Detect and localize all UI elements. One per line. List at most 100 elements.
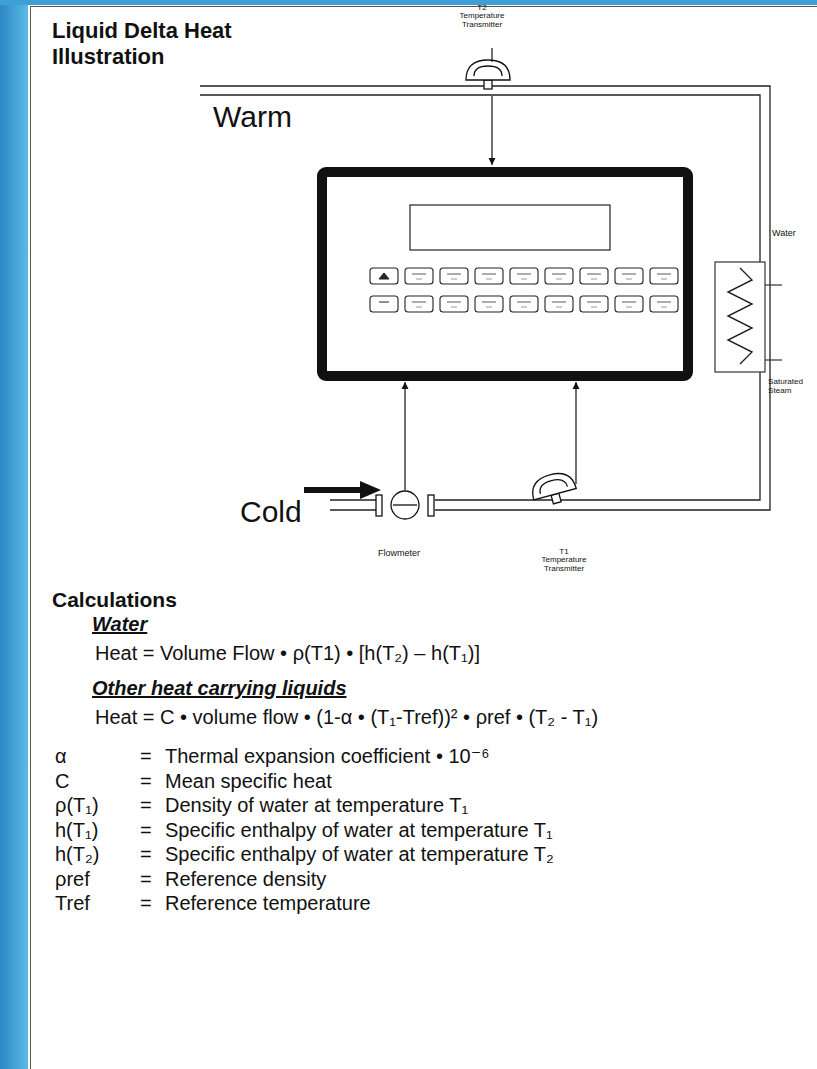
flow-arrow [304,481,381,499]
key-button [482,273,496,274]
key-button [447,273,461,274]
key-button [416,278,422,279]
temperature-transmitter-t2 [474,66,502,76]
key-button [580,268,608,284]
pipe-label: Cold [240,495,302,530]
key-button [657,301,671,302]
key-button [552,273,566,274]
signal-wire [491,48,492,62]
temperature-transmitter-t2 [466,60,510,89]
key-button [591,278,597,279]
temperature-transmitter-t1 [529,469,579,508]
key-button [587,301,601,302]
definition: Thermal expansion coefficient • 10⁻⁶ [165,745,489,768]
keypad [370,268,678,312]
symbol: Tref [55,892,90,915]
part-label: Flowmeter [378,548,420,558]
symbol: h(T₂) [55,843,99,866]
pipe [330,509,376,510]
key-button [545,268,573,284]
key-button [416,306,422,307]
pipe [200,86,770,510]
key-button [510,296,538,312]
key-button [615,268,643,284]
key-button [556,306,562,307]
symbol: ρref [55,868,90,891]
key-button [587,273,601,274]
heat-exchanger [765,284,782,285]
part-label: T2 Temperature Transmitter [457,4,507,29]
temperature-transmitter-t1 [529,469,577,500]
definition: Specific enthalpy of water at temperatur… [165,819,553,842]
key-button [405,268,433,284]
key-button [622,301,636,302]
key-button [580,296,608,312]
key-button [650,296,678,312]
equals-sign: = [140,794,152,817]
key-button [626,306,632,307]
key-button [517,301,531,302]
symbol: h(T₁) [55,819,98,842]
heat-exchanger [728,268,752,364]
key-button [510,268,538,284]
key-button [510,268,538,284]
key-button [405,296,433,312]
signal-wire [575,382,576,484]
key-button [545,268,573,284]
key-button [657,273,671,274]
heat-exchanger [715,262,782,372]
key-button [661,306,667,307]
pipe [200,95,760,500]
equals-sign: = [140,843,152,866]
key-button [379,273,389,279]
key-button [486,278,492,279]
key-button [661,278,667,279]
signal-wire [491,96,492,165]
subsection-heading: Water [92,613,147,636]
flowmeter-symbol [376,495,382,516]
slide-background [0,0,28,1069]
key-button [447,301,461,302]
heat-exchanger [765,359,782,360]
key-button [475,268,503,284]
part-label: Water [772,228,796,238]
equals-sign: = [140,892,152,915]
slide-background [0,0,817,5]
key-button [379,302,389,303]
formula: Heat = Volume Flow • ρ(T1) • [h(T₂) – h(… [95,642,480,665]
symbol: α [55,745,67,768]
key-button [475,296,503,312]
key-button [440,296,468,312]
temperature-transmitter-t1 [538,477,568,494]
key-button [475,268,503,284]
key-button [580,296,608,312]
key-button [650,296,678,312]
key-button [405,296,433,312]
temperature-transmitter-t2 [466,60,510,80]
flowmeter-symbol [428,495,434,516]
key-button [412,273,426,274]
key-button [440,296,468,312]
heat-exchanger [715,262,765,372]
key-button [412,301,426,302]
flow-arrow [304,481,381,499]
key-button [370,268,398,284]
definition: Mean specific heat [165,770,332,793]
flowmeter-symbol [376,491,434,519]
part-label: Saturated Steam [768,378,812,396]
key-button [615,268,643,284]
key-button [521,306,527,307]
formula: Heat = C • volume flow • (1-α • (T₁-Tref… [95,706,598,729]
diagram-title: Liquid Delta Heat Illustration [52,18,252,71]
section-heading: Calculations [52,588,177,612]
key-button [626,278,632,279]
key-button [545,296,573,312]
flowmeter-symbol [391,491,419,519]
key-button [405,268,433,284]
key-button [622,273,636,274]
flow-computer [410,205,610,250]
equals-sign: = [140,819,152,842]
key-button [650,268,678,284]
